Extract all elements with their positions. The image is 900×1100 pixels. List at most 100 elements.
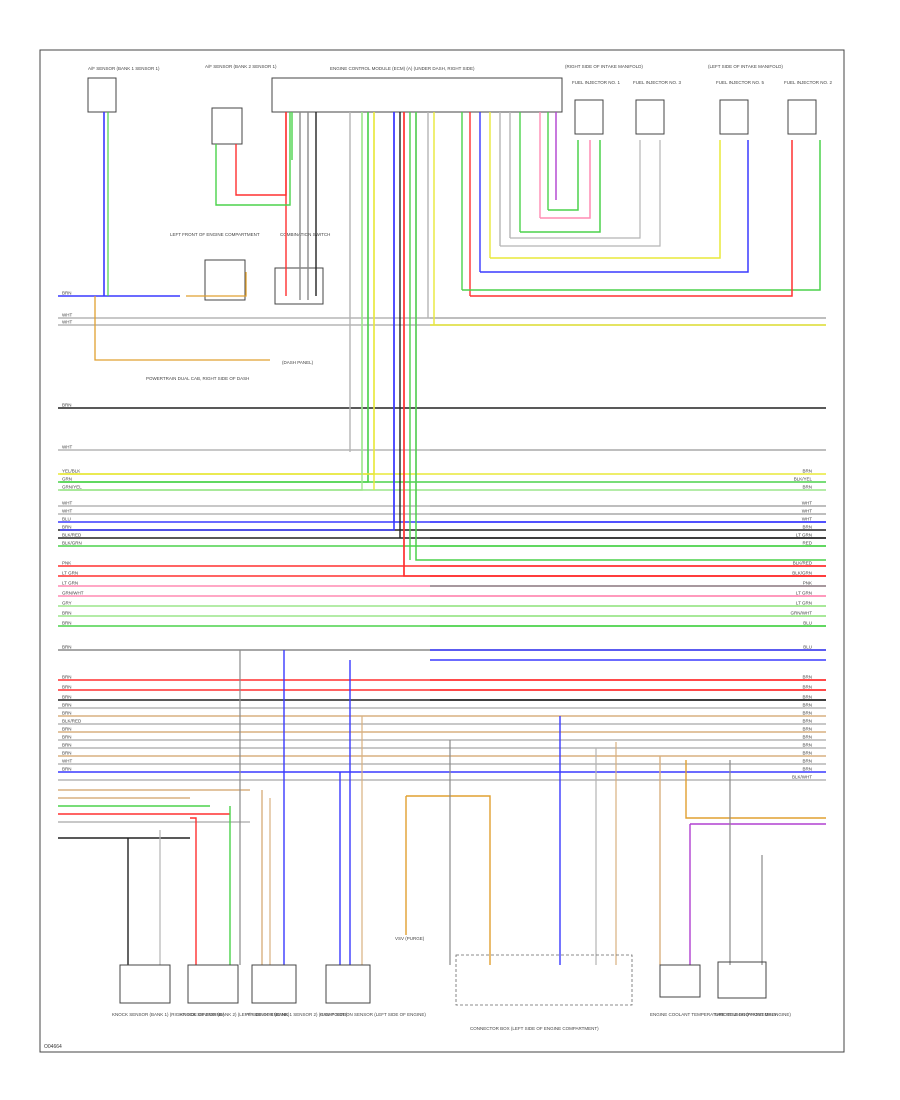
knock-sensor-2-box [187, 964, 239, 1004]
left-wire-tag: BRN [62, 645, 72, 650]
knock-sensor-1-box [119, 964, 171, 1004]
left-wire-tag: WHT [62, 501, 72, 506]
component-wire [685, 760, 826, 819]
left-wire-tag: WHT [62, 445, 72, 450]
left-wire-tag: BRN [62, 403, 72, 408]
ecm-wire [60, 112, 395, 531]
injector-wire [462, 140, 821, 291]
right-wire-tag: WHT [802, 501, 812, 506]
ecm-wire [60, 112, 375, 475]
sensor-wire [215, 112, 291, 206]
ect-sensor-label: ENGINE COOLANT TEMPERATURE SENSOR (FRONT… [650, 1012, 791, 1017]
left-wire-tag: PNK [62, 561, 71, 566]
left-wire-tag: BRN [62, 675, 72, 680]
diagram-code: O04664 [44, 1044, 62, 1050]
left-wire-tag: BRN [62, 703, 72, 708]
injector-1-box [574, 99, 604, 135]
left-wire-tag: WHT [62, 320, 72, 325]
wire-layer: BRN WHT WHT BRN WHT YEL/BLK GRN GRN/YEL WHT WHT BL… [58, 112, 826, 965]
relay-box [204, 259, 246, 301]
right-wire-tag: BLK/GRN [792, 571, 812, 576]
left-wire-tag: BRN [62, 291, 72, 296]
right-wire-tag: BRN [802, 711, 812, 716]
right-wire-tag: BRN [802, 469, 812, 474]
cam-sensor-box [325, 964, 371, 1004]
injector-5-label: FUEL INJECTOR NO. 5 [716, 80, 765, 85]
right-wire-tag: BLU [803, 621, 812, 626]
dash-note: (DASH PANEL) [282, 360, 314, 365]
left-wire-tag: GRN/YEL [62, 485, 82, 490]
left-wire-tag: BLK/RED [62, 533, 82, 538]
left-wire-tag: BRN [62, 611, 72, 616]
right-wire-tag: GRN/WHT [791, 611, 813, 616]
left-wire-tag: BRN [62, 735, 72, 740]
left-wire-tag: GRN [62, 477, 72, 482]
injector-3-box [635, 99, 665, 135]
ecm-wire [60, 112, 363, 491]
injector-wire [510, 140, 641, 239]
sensor-wire [94, 296, 270, 361]
left-wire-tag: WHT [62, 313, 72, 318]
right-wire-tag: WHT [802, 517, 812, 522]
ecm-header: ENGINE CONTROL MODULE (ECM) (A) (UNDER D… [330, 66, 475, 71]
right-sensor-box [211, 107, 243, 145]
injector-3-label: FUEL INJECTOR NO. 3 [633, 80, 682, 85]
right-wire-tag: BRN [802, 675, 812, 680]
left-wire-tag: BRN [62, 711, 72, 716]
injector-wire [470, 140, 793, 297]
left-wire-tag: BRN [62, 525, 72, 530]
right-wire-tag: RED [802, 541, 812, 546]
ecm-wire [415, 112, 826, 561]
left-wire-tag: YEL/BLK [62, 469, 80, 474]
right-wire-tag: BRN [802, 703, 812, 708]
vsv-purge-label: VSV (PURGE) [395, 936, 425, 941]
left-wire-tag: BRN [62, 685, 72, 690]
ignition-box [274, 267, 324, 305]
connector-box-label: CONNECTOR BOX (LEFT SIDE OF ENGINE COMPA… [470, 1026, 599, 1031]
ecm-wire [60, 112, 369, 483]
injector-group: FUEL INJECTOR NO. 1 FUEL INJECTOR NO. 3 … [572, 80, 833, 135]
intake-left-label: (LEFT SIDE OF INTAKE MANIFOLD) [708, 64, 783, 69]
left-wire-tag: GRY [62, 601, 72, 606]
right-wire-tag: BRN [802, 695, 812, 700]
injector-wire [548, 140, 579, 211]
component-wire [190, 817, 197, 965]
ecm-connector [271, 77, 563, 113]
left-wire-tag: BLK/GRN [62, 541, 82, 546]
relay-box-label: LEFT FRONT OF ENGINE COMPARTMENT [170, 232, 260, 237]
af-sensor-2-box [251, 964, 297, 1004]
right-wire-tag: PNK [803, 581, 812, 586]
right-wire-tag: BRN [802, 743, 812, 748]
bottom-components: KNOCK SENSOR (BANK 1) (RIGHT SIDE OF ENG… [112, 936, 791, 1031]
injector-1-label: FUEL INJECTOR NO. 1 [572, 80, 621, 85]
knock-sensor-1-label: KNOCK SENSOR (BANK 1) (RIGHT SIDE OF ENG… [112, 1012, 225, 1017]
sensor-wire [235, 112, 287, 196]
right-wire-tag: LT GRN [796, 601, 812, 606]
right-wire-tag: BLK/RED [793, 561, 813, 566]
injector-wire [500, 140, 661, 247]
right-wire-tag: BLU [803, 645, 812, 650]
component-wire [406, 795, 491, 965]
left-sensor-label: A/F SENSOR (BANK 1 SENSOR 1) [88, 66, 160, 71]
right-wire-tag: BRN [802, 719, 812, 724]
throttle-body-label: THROTTLE BODY ASSEMBLY [714, 1012, 777, 1017]
left-wire-tag: WHT [62, 509, 72, 514]
left-wire-tag: LT GRN [62, 581, 78, 586]
ect-sensor-box [659, 964, 701, 998]
left-wire-tag: BLK/RED [62, 719, 82, 724]
left-wire-tag: BLU [62, 517, 71, 522]
injector-5-box [719, 99, 749, 135]
right-wire-tag: BLK/WHT [792, 775, 812, 780]
left-wire-tag: LT GRN [62, 571, 78, 576]
left-wire-tag: BRN [62, 727, 72, 732]
right-wire-tag: BRN [802, 735, 812, 740]
powertrain-fuse-label: POWERTRAIN DUAL CAB, RIGHT SIDE OF DASH [146, 376, 249, 381]
intake-right-label: (RIGHT SIDE OF INTAKE MANIFOLD) [565, 64, 643, 69]
left-wire-tag: BRN [62, 767, 72, 772]
left-wire-tag: WHT [62, 759, 72, 764]
ecm-wire [403, 112, 826, 577]
connector-box [455, 954, 633, 1006]
left-wire-tag: BRN [62, 751, 72, 756]
cam-sensor-label: CAM POSITION SENSOR (LEFT SIDE OF ENGINE… [320, 1012, 426, 1017]
